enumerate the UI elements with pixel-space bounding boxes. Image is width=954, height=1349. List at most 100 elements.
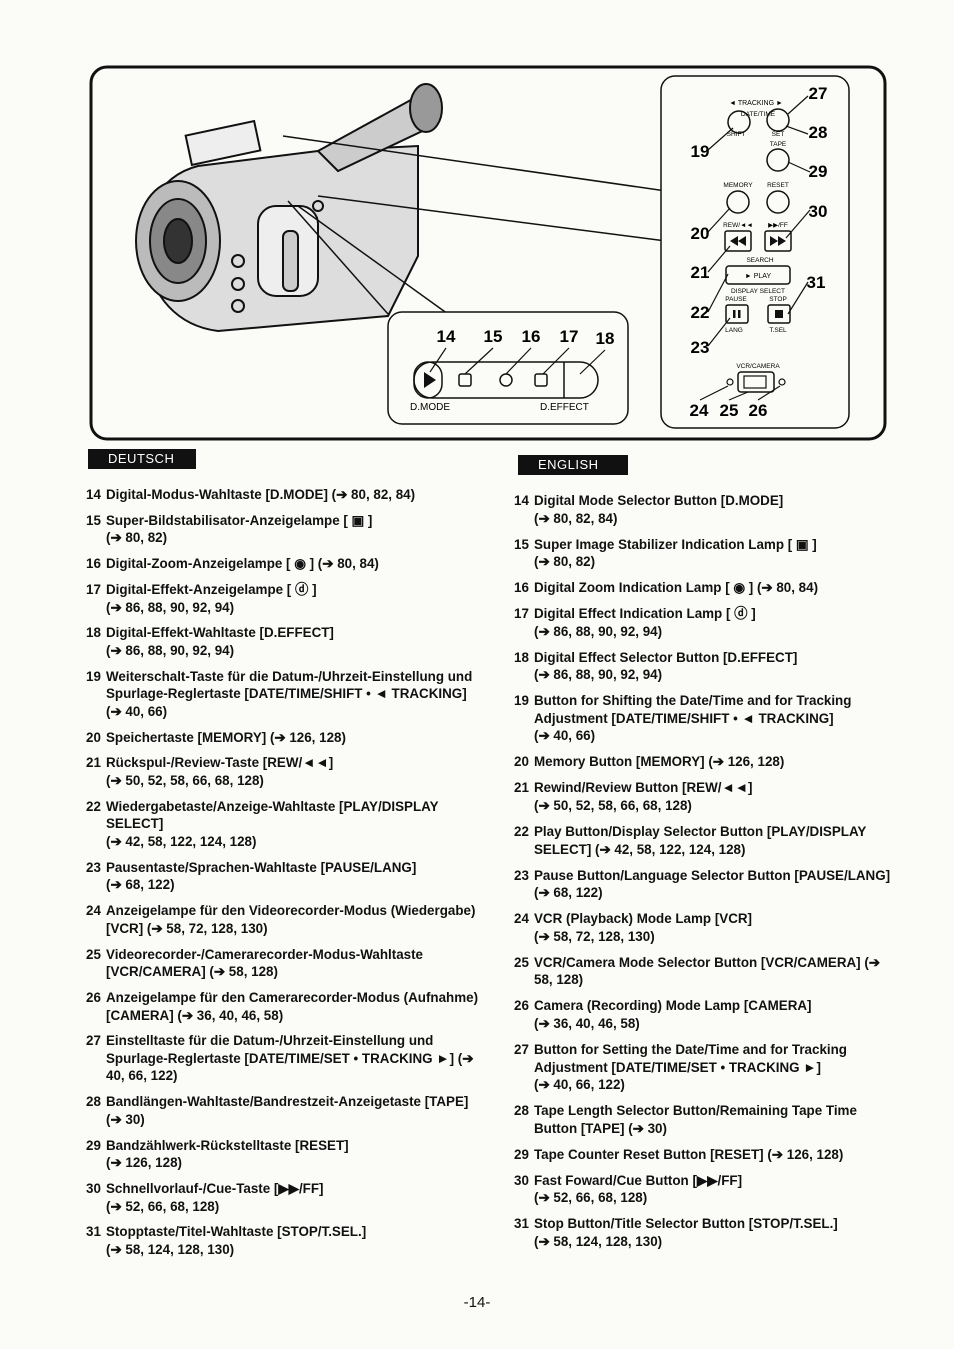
item-text: Rückspul-/Review-Taste [REW/◄◄] — [106, 755, 334, 771]
memory-button[interactable] — [726, 190, 750, 214]
callout-31: 31 — [807, 273, 826, 292]
item-text: Fast Foward/Cue Button [▶▶/FF] — [534, 1172, 743, 1188]
item-text: Digital-Effekt-Wahltaste [D.EFFECT] — [106, 625, 334, 641]
item-number: 19 — [514, 693, 529, 709]
digital-panel — [387, 311, 629, 425]
item-page-refs: (➔ 86, 88, 90, 92, 94) — [106, 599, 235, 615]
memory-label: MEMORY — [723, 182, 753, 189]
callout-25: 25 — [720, 401, 739, 420]
reset-button[interactable] — [766, 190, 790, 214]
item-text: Anzeigelampe für den Videorecorder-Modus… — [106, 903, 476, 936]
vcr-camera-switch[interactable] — [737, 371, 775, 393]
list-item: 19 Weiterschalt-Taste für die Datum-/Uhrz… — [86, 668, 486, 721]
tsel-label: T.SEL — [769, 327, 787, 334]
item-text: Digital Effect Selector Button [D.EFFECT… — [534, 649, 798, 665]
callout-28: 28 — [809, 123, 828, 142]
item-page-refs: (➔ 80, 82, 84) — [534, 510, 618, 526]
deffect-button[interactable] — [563, 362, 582, 398]
item-number: 17 — [86, 581, 101, 597]
item-text: Speichertaste [MEMORY] (➔ 126, 128) — [106, 729, 346, 745]
item-number: 20 — [514, 754, 529, 770]
tape-button[interactable] — [766, 148, 790, 172]
item-text: Bandzählwerk-Rückstelltaste [RESET] — [106, 1137, 349, 1153]
callout-16: 16 — [522, 327, 541, 346]
page-number: -14- — [463, 1294, 491, 1311]
set-button[interactable] — [766, 108, 790, 132]
item-number: 31 — [86, 1224, 101, 1240]
item-text: Tape Length Selector Button/Remaining Ta… — [534, 1103, 857, 1136]
reset-label: RESET — [767, 182, 789, 189]
item-text: Button for Setting the Date/Time and for… — [534, 1041, 847, 1075]
shift-label: SHIFT — [727, 131, 746, 138]
item-number: 26 — [514, 998, 529, 1014]
item-text: Super-Bildstabilisator-Anzeigelampe [ ▣ … — [106, 512, 373, 528]
deutsch-heading: DEUTSCH — [88, 449, 196, 469]
item-text: Stopptaste/Titel-Wahltaste [STOP/T.SEL.] — [106, 1224, 367, 1240]
ff-button[interactable] — [764, 230, 792, 252]
rew-button[interactable] — [724, 230, 752, 252]
rew-label: REW/◄◄ — [723, 222, 753, 229]
item-page-refs: (➔ 52, 66, 68, 128) — [106, 1198, 220, 1214]
dmode-button[interactable] — [413, 361, 443, 399]
item-number: 19 — [86, 668, 101, 684]
search-label: SEARCH — [746, 257, 773, 264]
item-number: 27 — [514, 1041, 529, 1057]
callout-17: 17 — [560, 327, 579, 346]
item-number: 28 — [86, 1094, 101, 1110]
list-item: 26 Anzeigelampe für den Camerarecorder-Mo… — [86, 989, 486, 1024]
item-text: Weiterschalt-Taste für die Datum-/Uhrzei… — [106, 668, 473, 719]
shift-button[interactable] — [727, 110, 751, 134]
item-page-refs: (➔ 126, 128) — [106, 1155, 182, 1171]
item-text: Videorecorder-/Camerarecorder-Modus-Wahl… — [106, 946, 424, 980]
stop-button[interactable] — [767, 304, 791, 324]
item-number: 30 — [514, 1172, 529, 1188]
item-page-refs: (➔ 58, 124, 128, 130) — [534, 1233, 663, 1249]
item-text: Digital-Zoom-Anzeigelampe [ ◉ ] (➔ 80, 8… — [106, 556, 379, 572]
display-select-label: DISPLAY SELECT — [731, 288, 785, 295]
item-number: 14 — [86, 487, 101, 502]
play-label: ► PLAY — [745, 273, 772, 280]
item-text: Wiedergabetaste/Anzeige-Wahltaste [PLAY/… — [106, 798, 439, 832]
play-button[interactable] — [725, 265, 791, 285]
camcorder-diagram: 14 15 16 17 18 D.MODE D.EFFECT ◄ TRACKIN… — [89, 65, 887, 441]
callout-15: 15 — [484, 327, 503, 346]
callout-27: 27 — [809, 84, 828, 103]
item-number: 23 — [86, 859, 101, 875]
item-text: Anzeigelampe für den Camerarecorder-Modu… — [106, 989, 479, 1023]
item-number: 31 — [514, 1216, 529, 1232]
callout-29: 29 — [809, 162, 828, 181]
item-text: Camera (Recording) Mode Lamp [CAMERA] — [534, 998, 812, 1014]
item-number: 26 — [86, 989, 101, 1005]
item-number: 18 — [86, 625, 101, 641]
dmode-label: D.MODE — [410, 402, 450, 413]
list-item: 31 Stopptaste/Titel-Wahltaste [STOP/T.SEL… — [86, 1223, 486, 1258]
callout-14: 14 — [437, 327, 456, 346]
item-text: Super Image Stabilizer Indication Lamp [… — [534, 536, 817, 552]
item-text: Einstelltaste für die Datum-/Uhrzeit-Ein… — [106, 1033, 474, 1084]
item-page-refs: (➔ 80, 82) — [106, 530, 168, 546]
vcr-lamp — [726, 378, 734, 386]
callout-24: 24 — [690, 401, 709, 420]
pause-button[interactable] — [725, 304, 749, 324]
camera-lamp — [778, 378, 786, 386]
effect-lamp-icon — [534, 373, 548, 387]
list-item: 27 Button for Setting the Date/Time and f… — [514, 1041, 894, 1094]
item-number: 29 — [86, 1137, 101, 1153]
item-text: Memory Button [MEMORY] (➔ 126, 128) — [534, 754, 785, 770]
vcr-control-panel — [660, 75, 850, 429]
